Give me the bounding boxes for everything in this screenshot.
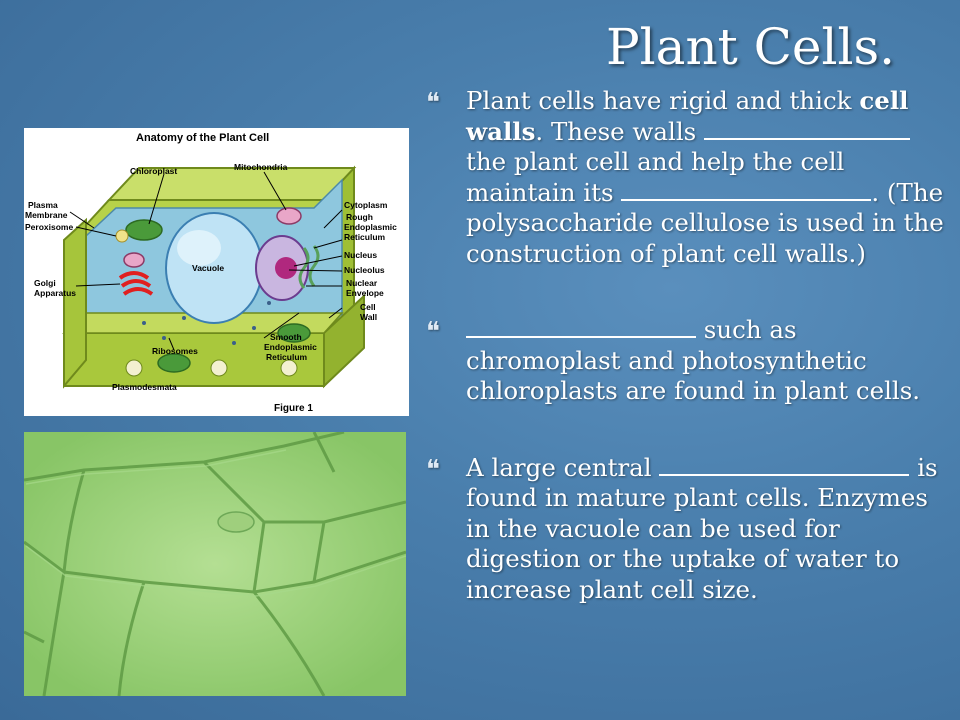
- bullet-text: the plant cell and help the cell maintai…: [466, 147, 845, 207]
- bullet-list: ❝ Plant cells have rigid and thick cell …: [426, 86, 946, 605]
- label-reticulum: Reticulum: [344, 232, 386, 242]
- fill-in-blank[interactable]: [621, 181, 872, 201]
- label-endoplasmic: Endoplasmic: [344, 222, 397, 232]
- label-plasmodesmata: Plasmodesmata: [112, 382, 177, 392]
- bullet-text: is found in mature plant cells. Enzymes …: [466, 452, 938, 604]
- label-wall: Wall: [360, 312, 377, 322]
- slide-title: Plant Cells.: [606, 18, 896, 76]
- label-plasma: Plasma: [28, 200, 58, 210]
- bullet-vacuole: ❝ A large central is found in mature pla…: [426, 453, 946, 606]
- label-envelope: Envelope: [346, 288, 384, 298]
- bullet-text: . (The polysaccharide cellulose is used …: [466, 177, 944, 268]
- quote-bullet-icon: ❝: [426, 88, 440, 118]
- label-smooth: Smooth: [270, 332, 302, 342]
- label-membrane: Membrane: [25, 210, 68, 220]
- quote-bullet-icon: ❝: [426, 317, 440, 347]
- label-figure: Figure 1: [274, 403, 313, 414]
- bullet-text: . These walls: [535, 116, 705, 146]
- label-nucleus: Nucleus: [344, 250, 377, 260]
- fill-in-blank[interactable]: [466, 318, 696, 338]
- label-vacuole: Vacuole: [192, 263, 224, 273]
- label-cytoplasm: Cytoplasm: [344, 200, 388, 210]
- label-apparatus: Apparatus: [34, 288, 76, 298]
- label-cell: Cell: [360, 302, 376, 312]
- label-nuclear: Nuclear: [346, 278, 378, 288]
- label-rough: Rough: [346, 212, 373, 222]
- bullet-text: Plant cells have rigid and thick: [466, 86, 860, 115]
- plant-cell-micrograph: [24, 432, 406, 696]
- quote-bullet-icon: ❝: [426, 454, 440, 485]
- label-smooth-endoplasmic: Endoplasmic: [264, 342, 317, 352]
- fill-in-blank[interactable]: [659, 456, 910, 476]
- bullet-plastids: ❝ such as chromoplast and photosynthetic…: [426, 315, 946, 407]
- bullet-cell-walls: ❝ Plant cells have rigid and thick cell …: [426, 86, 946, 269]
- fill-in-blank[interactable]: [704, 120, 911, 140]
- label-golgi: Golgi: [34, 278, 56, 288]
- label-chloroplast: Chloroplast: [130, 166, 177, 176]
- diagram-title: Anatomy of the Plant Cell: [136, 132, 269, 144]
- bullet-bold-term: cell walls: [466, 86, 909, 146]
- plant-cell-diagram: Anatomy of the Plant Cell Chloroplast Mi…: [24, 128, 409, 416]
- bullet-text: such as chromoplast and photosynthetic c…: [466, 315, 921, 405]
- label-ribosomes: Ribosomes: [152, 346, 198, 356]
- label-smooth-reticulum: Reticulum: [266, 352, 308, 362]
- label-peroxisome: Peroxisome: [25, 222, 73, 232]
- bullet-text: A large central: [466, 452, 660, 482]
- label-nucleolus: Nucleolus: [344, 265, 385, 275]
- label-mitochondria: Mitochondria: [234, 162, 288, 172]
